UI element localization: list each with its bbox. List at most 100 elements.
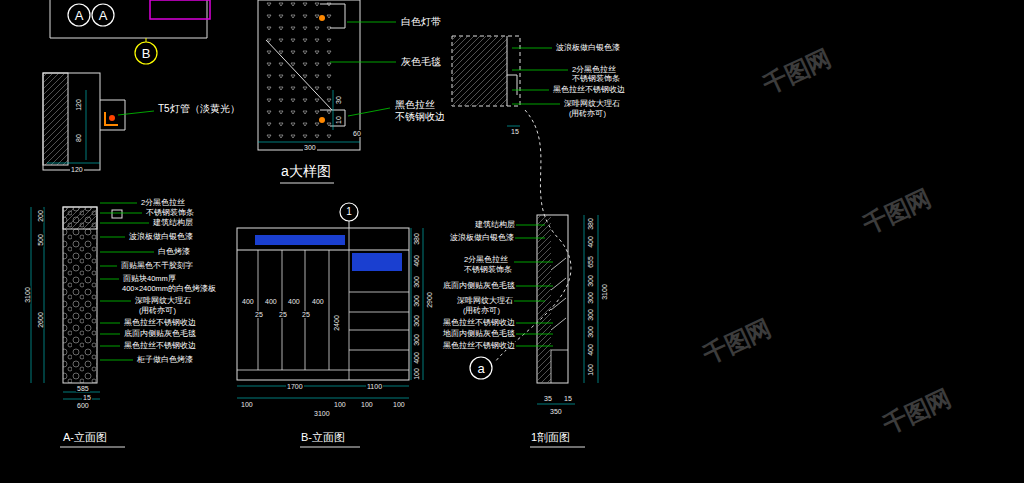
dimension-value: 10 <box>335 115 342 125</box>
dimension-value: 100 <box>360 401 374 408</box>
dimension-value: 120 <box>75 98 82 112</box>
dimension-value: 15 <box>563 395 573 402</box>
dimension-value: 460 <box>413 254 420 268</box>
callout-note: 白色灯带 <box>400 17 442 27</box>
dimension-value: 80 <box>75 133 82 143</box>
watermark: 千图网 <box>698 315 775 368</box>
dimension-value: 585 <box>76 385 90 392</box>
dimension-value: 25 <box>254 311 264 318</box>
callout-note: 面贴黑色不干胶刻字 <box>120 262 194 270</box>
dimension-value: 400 <box>241 298 255 305</box>
callout-note: (用砖亦可) <box>568 110 607 118</box>
callout-note: 柜子做白色烤漆 <box>136 356 194 364</box>
a-detail <box>258 0 396 183</box>
dimension-value: 350 <box>549 408 563 415</box>
dimension-value: 300 <box>413 333 420 347</box>
dimension-value: 400 <box>287 298 301 305</box>
dimension-value: 30 <box>335 95 342 105</box>
callout-note: 地面内侧贴灰色毛毯 <box>442 330 516 338</box>
callout-note: 深啡网纹大理石 <box>456 297 514 305</box>
dimension-value: 1700 <box>286 383 304 390</box>
dimension-value: 100 <box>240 401 254 408</box>
dimension-value: 300 <box>413 275 420 289</box>
dimension-value: 500 <box>37 233 44 247</box>
dimension-value: 2600 <box>37 311 44 329</box>
callout-note: (用砖亦可) <box>462 307 501 315</box>
callout-note: T5灯管（淡黄光） <box>157 104 241 114</box>
dimension-value: 2400 <box>333 314 340 332</box>
callout-note: 不锈钢装饰条 <box>571 75 621 83</box>
section-1 <box>514 215 598 447</box>
callout-note: 波浪板做白银色漆 <box>555 44 621 52</box>
callout-note: 2分黑色拉丝 <box>463 256 509 264</box>
dimension-value: 60 <box>352 130 362 137</box>
dimension-value: 300 <box>413 314 420 328</box>
symbol-letter: 1 <box>339 202 359 222</box>
dimension-value: 3100 <box>601 283 608 301</box>
callout-note: 底面内侧贴灰色毛毯 <box>442 282 516 290</box>
dimension-value: 300 <box>303 144 317 151</box>
dimension-value: 35 <box>543 395 553 402</box>
callout-note: (用砖亦可) <box>138 307 177 315</box>
callout-note: 黑色拉丝 <box>394 100 436 110</box>
reference-symbol: A <box>67 3 91 27</box>
callout-note: 建筑结构层 <box>152 219 194 227</box>
callout-note: 黑色拉丝不锈钢收边 <box>552 86 626 94</box>
dimension-value: 25 <box>301 311 311 318</box>
wall-detail <box>452 36 571 362</box>
dimension-value: 15 <box>82 394 92 401</box>
callout-note: 白色烤漆 <box>157 248 191 256</box>
callout-note: 400×2400mm的白色烤漆板 <box>121 285 217 293</box>
view-title: 1剖面图 <box>530 432 571 443</box>
dimension-value: 400 <box>311 298 325 305</box>
view-title: B-立面图 <box>300 432 346 443</box>
callout-note: 深啡网纹大理石 <box>134 297 192 305</box>
symbol-letter: A <box>67 3 91 27</box>
dimension-value: 400 <box>587 235 594 249</box>
symbol-letter: B <box>134 41 158 65</box>
dimension-value: 100 <box>392 401 406 408</box>
plan-fragment <box>50 0 210 42</box>
callout-note: 建筑结构层 <box>474 221 516 229</box>
dimension-value: 3100 <box>313 410 331 417</box>
dimension-value: 100 <box>413 367 420 381</box>
reference-symbol: A <box>91 3 115 27</box>
dimension-value: 300 <box>413 294 420 308</box>
callout-note: 不锈钢收边 <box>394 112 446 122</box>
watermark: 千图网 <box>878 385 955 438</box>
dimension-value: 300 <box>587 274 594 288</box>
callout-note: 黑色拉丝不锈钢收边 <box>123 342 197 350</box>
callout-note: 深啡网纹大理石 <box>563 100 621 108</box>
dimension-value: 400 <box>587 343 594 357</box>
dimension-value: 300 <box>587 308 594 322</box>
dimension-value: 120 <box>70 166 84 173</box>
callout-note: 2分黑色拉丝 <box>140 199 186 207</box>
watermark: 千图网 <box>858 185 935 238</box>
reference-symbol: a <box>469 356 493 380</box>
lamp-detail <box>43 73 154 170</box>
dimension-value: 100 <box>587 363 594 377</box>
dimension-value: 100 <box>333 401 347 408</box>
dimension-value: 1100 <box>366 383 383 390</box>
b-elevation <box>237 221 423 447</box>
dimension-value: 15 <box>510 128 520 135</box>
callout-note: 面贴块40mm厚 <box>122 275 177 283</box>
dimension-value: 200 <box>37 209 44 223</box>
view-title: a大样图 <box>280 164 332 178</box>
dimension-value: 300 <box>587 291 594 305</box>
dimension-value: 400 <box>413 351 420 365</box>
dimension-value: 400 <box>264 298 278 305</box>
callout-note: 黑色拉丝不锈钢收边 <box>123 319 197 327</box>
callout-note: 黑色拉丝不锈钢收边 <box>442 319 516 327</box>
watermark: 千图网 <box>758 45 835 98</box>
callout-note: 不锈钢装饰条 <box>463 266 513 274</box>
reference-symbol: B <box>134 41 158 65</box>
view-title: A-立面图 <box>62 432 108 443</box>
callout-note: 波浪板做白银色漆 <box>128 233 194 241</box>
callout-note: 波浪板做白银色漆 <box>449 234 515 242</box>
callout-note: 不锈钢装饰条 <box>145 209 195 217</box>
callout-note: 灰色毛毯 <box>400 57 442 67</box>
callout-note: 2分黑色拉丝 <box>571 66 617 74</box>
